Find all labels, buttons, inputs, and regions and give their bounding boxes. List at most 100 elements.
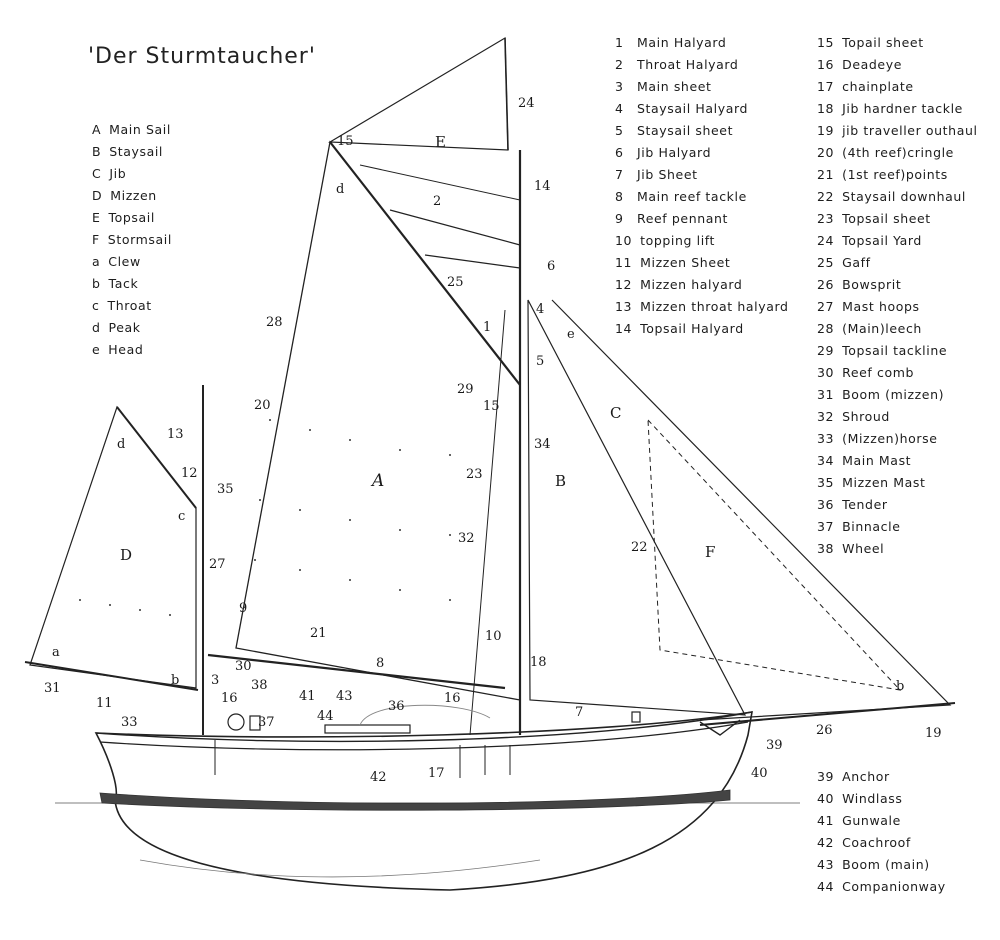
legend-label: Mizzen throat halyard <box>640 299 789 314</box>
legend-label: Jib hardner tackle <box>842 101 963 116</box>
legend-key: b <box>92 276 101 291</box>
legend-key: 43 <box>817 857 835 872</box>
legend-key: 31 <box>817 387 835 402</box>
binnacle <box>249 715 261 731</box>
legend-label: (Mizzen)horse <box>842 431 938 446</box>
callout-30: 30 <box>235 659 252 674</box>
gaff <box>329 141 521 386</box>
legend-label: Mizzen <box>110 188 157 203</box>
label-throat: c <box>178 509 185 524</box>
legend-label: Bowsprit <box>842 277 902 292</box>
legend-label: Gaff <box>842 255 871 270</box>
legend-key: 7 <box>615 167 624 182</box>
legend-label: Main Mast <box>842 453 912 468</box>
mizzen-boom <box>24 661 199 691</box>
legend-item: 33(Mizzen)horse <box>817 428 978 450</box>
legend-label: Staysail Halyard <box>637 101 749 116</box>
legend-key: 6 <box>615 145 624 160</box>
legend-key: 23 <box>817 211 835 226</box>
label-sail-E: E <box>435 133 446 151</box>
callout-33: 33 <box>121 715 138 730</box>
legend-label: Companionway <box>842 879 946 894</box>
callout-24: 24 <box>518 96 535 111</box>
callout-35: 35 <box>217 482 234 497</box>
callout-18: 18 <box>530 655 547 670</box>
legend-key: 21 <box>817 167 835 182</box>
callout-20: 20 <box>254 398 271 413</box>
jib <box>551 299 952 721</box>
label-tack-jib: b <box>896 679 904 694</box>
legend-label: Deadeye <box>842 57 902 72</box>
hull <box>94 711 753 891</box>
callout-25: 25 <box>447 275 464 290</box>
legend-item: 28(Main)leech <box>817 318 978 340</box>
legend-key: C <box>92 166 102 181</box>
legend-label: Mizzen Sheet <box>640 255 731 270</box>
legend-label: Tack <box>108 276 139 291</box>
label-sail-C: C <box>610 404 621 422</box>
legend-key: 5 <box>615 123 624 138</box>
legend-key: 38 <box>817 541 835 556</box>
legend-key: 34 <box>817 453 835 468</box>
callout-6: 6 <box>547 259 555 274</box>
main-boom <box>207 653 506 690</box>
legend-label: Staysail <box>109 144 163 159</box>
legend-label: Topsail Halyard <box>640 321 744 336</box>
callout-44: 44 <box>317 709 334 724</box>
label-sail-D: D <box>120 546 132 564</box>
legend-label: Main reef tackle <box>637 189 747 204</box>
callout-3: 3 <box>211 673 219 688</box>
callout-22: 22 <box>631 540 648 555</box>
hull-rubrail <box>99 721 749 751</box>
callout-41: 41 <box>299 689 316 704</box>
legend-label: Main sheet <box>637 79 712 94</box>
callout-31: 31 <box>44 681 61 696</box>
coachroof <box>324 724 411 734</box>
legend-key: 8 <box>615 189 624 204</box>
legend-label: Anchor <box>842 769 890 784</box>
legend-key: 24 <box>817 233 835 248</box>
legend-label: (1st reef)points <box>842 167 948 182</box>
callout-16b: 16 <box>444 691 461 706</box>
legend-key: A <box>92 122 102 137</box>
legend-key: 39 <box>817 769 835 784</box>
legend-key: B <box>92 144 102 159</box>
legend-key: 18 <box>817 101 835 116</box>
legend-label: Shroud <box>842 409 890 424</box>
callout-36: 36 <box>388 699 405 714</box>
hull-sheer <box>95 711 753 743</box>
legend-key: d <box>92 320 101 335</box>
legend-key: 14 <box>615 321 633 336</box>
legend-label: Throat <box>107 298 152 313</box>
legend-key: 12 <box>615 277 633 292</box>
legend-label: Gunwale <box>842 813 901 828</box>
callout-21: 21 <box>310 626 327 641</box>
legend-label: Binnacle <box>842 519 901 534</box>
legend-label: jib traveller outhaul <box>842 123 978 138</box>
callout-5: 5 <box>536 354 544 369</box>
callout-38: 38 <box>251 678 268 693</box>
callout-1: 1 <box>483 320 491 335</box>
